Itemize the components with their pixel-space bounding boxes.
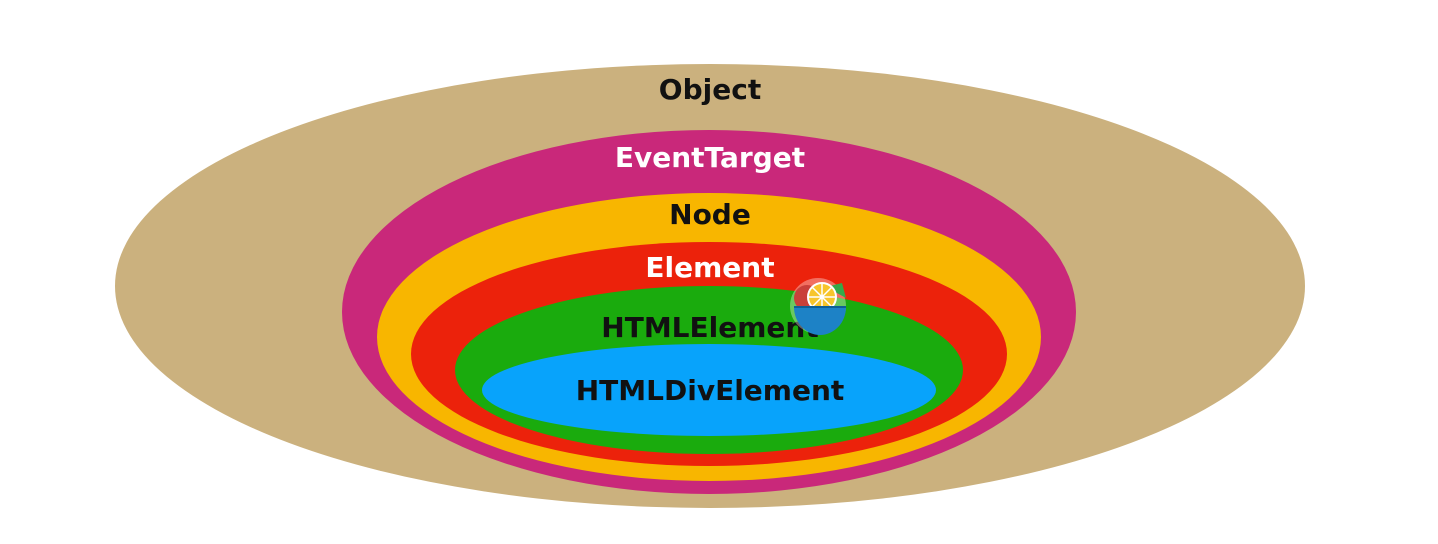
eventtarget-label: EventTarget: [615, 141, 805, 174]
htmldivelement-label: HTMLDivElement: [576, 374, 845, 407]
htmlelement-label: HTMLElement: [601, 311, 818, 344]
element-label: Element: [645, 251, 774, 284]
object-label: Object: [659, 73, 761, 106]
htmldivelement-ellipse: [482, 344, 936, 436]
fruit-bowl-icon: [790, 278, 846, 335]
node-label: Node: [669, 198, 751, 231]
